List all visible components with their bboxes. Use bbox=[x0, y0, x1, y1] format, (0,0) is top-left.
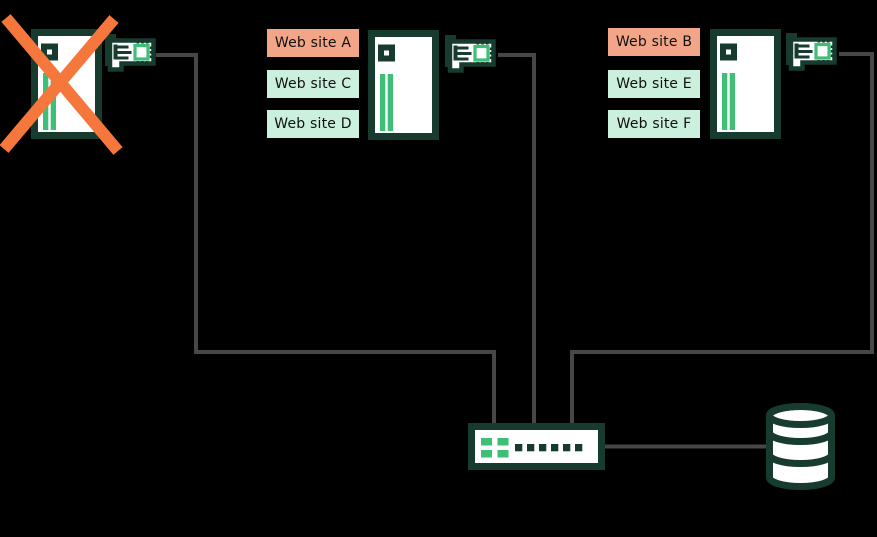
server-power-square bbox=[720, 43, 737, 61]
chip-icon bbox=[814, 39, 834, 63]
server-power-square bbox=[41, 43, 58, 61]
site-label-web-site-f: Web site F bbox=[608, 110, 700, 138]
site-label-web-site-e: Web site E bbox=[608, 70, 700, 98]
site-label-web-site-a: Web site A bbox=[267, 29, 359, 57]
network-card-icon bbox=[786, 33, 837, 71]
server-icon bbox=[710, 29, 781, 139]
failure-x-icon bbox=[0, 14, 123, 155]
network-card-icon bbox=[105, 34, 156, 72]
chip-icon bbox=[473, 41, 493, 65]
site-label-web-site-d: Web site D bbox=[267, 110, 359, 138]
site-label-web-site-c: Web site C bbox=[267, 70, 359, 98]
server-power-square bbox=[378, 44, 395, 62]
switch-icon bbox=[468, 423, 605, 470]
edge-failed-server-switch bbox=[156, 53, 496, 425]
server-icon bbox=[368, 30, 439, 140]
edge-server-3-switch bbox=[570, 52, 874, 425]
chip-icon bbox=[133, 40, 153, 64]
edge-server-2-switch bbox=[498, 53, 536, 425]
site-label-web-site-b: Web site B bbox=[608, 28, 700, 56]
network-card-icon bbox=[445, 35, 496, 73]
database-icon bbox=[766, 403, 835, 490]
